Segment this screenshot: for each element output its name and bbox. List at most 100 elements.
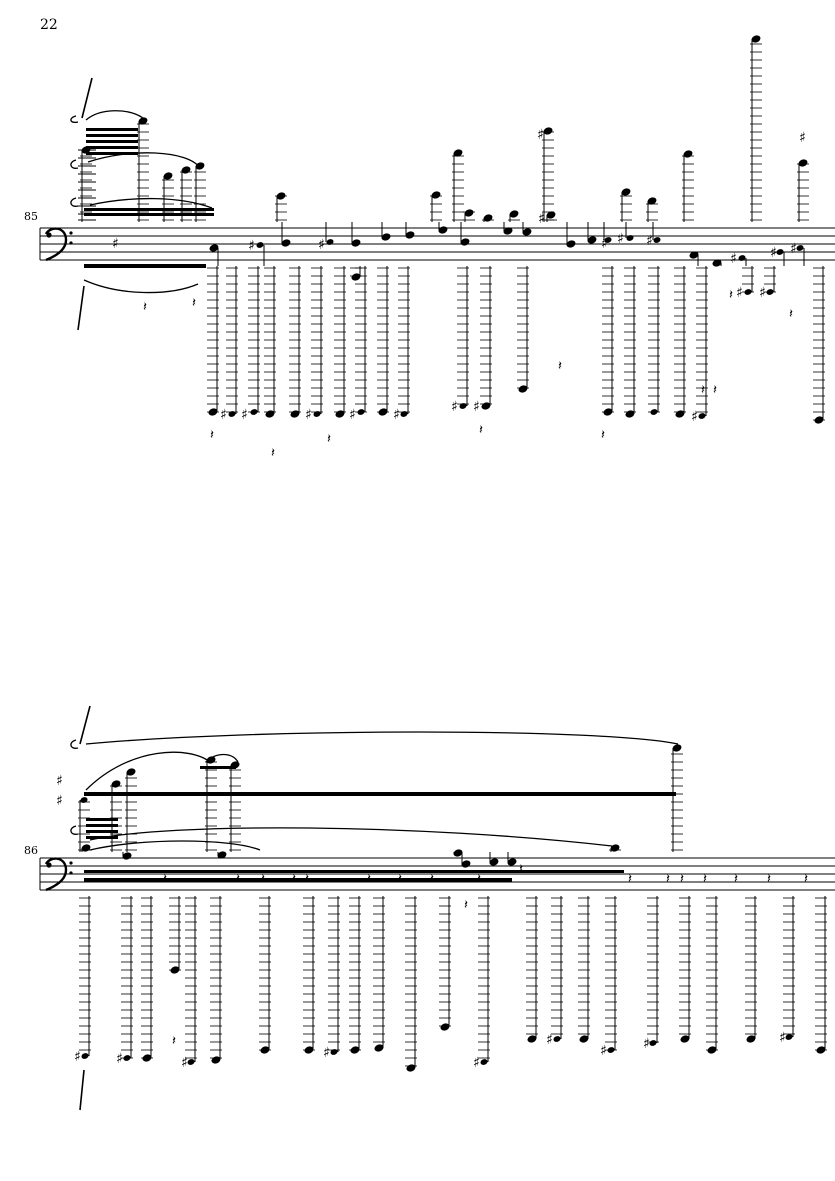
sharp-icon: ♯ xyxy=(220,407,227,423)
note-head xyxy=(122,852,132,860)
rest-icon: 𝄽 xyxy=(477,872,481,887)
note-head xyxy=(405,231,415,239)
sharp-icon: ♯ xyxy=(600,1043,607,1059)
rest-icon: 𝄽 xyxy=(479,423,483,438)
note-head xyxy=(553,1036,561,1042)
note-head xyxy=(195,162,205,170)
note-head xyxy=(744,289,752,295)
note-head xyxy=(123,1055,131,1061)
sharp-icon: ♯ xyxy=(538,211,545,227)
note-head xyxy=(481,402,491,410)
sharp-icon: ♯ xyxy=(56,793,63,809)
note-head xyxy=(81,1053,89,1059)
bass-clef-icon xyxy=(44,227,73,262)
note-head xyxy=(672,744,682,752)
beams xyxy=(84,766,676,882)
rest-icon: 𝄽 xyxy=(172,1034,176,1049)
rest-icon: 𝄽 xyxy=(430,872,434,887)
note-head xyxy=(453,849,463,857)
note-head xyxy=(208,408,218,416)
note-head xyxy=(712,259,722,267)
note-head xyxy=(351,273,361,281)
note-head xyxy=(276,192,286,200)
sharp-icon: ♯ xyxy=(112,236,119,252)
note-head xyxy=(181,166,191,174)
rest-icon: 𝄽 xyxy=(305,872,309,887)
note-heads xyxy=(80,744,826,1072)
rest-icon: 𝄽 xyxy=(729,288,733,303)
note-head xyxy=(211,1056,221,1064)
sharp-icon: ♯ xyxy=(790,241,797,257)
note-head xyxy=(378,408,388,416)
note-head xyxy=(459,403,467,409)
sharp-icon: ♯ xyxy=(451,399,458,415)
note-head xyxy=(431,191,441,199)
note-head xyxy=(518,385,528,393)
sharp-icon: ♯ xyxy=(537,127,544,143)
slurs xyxy=(70,731,679,851)
note-head xyxy=(81,844,91,852)
note-head xyxy=(138,117,148,125)
note-head xyxy=(217,851,227,859)
accidentals: ♯♯♯♯♯♯♯♯♯♯♯♯♯♯♯♯♯♯♯♯♯♯ xyxy=(112,127,806,425)
note-head xyxy=(381,233,391,241)
rest-icon: 𝄽 xyxy=(271,446,275,461)
sharp-icon: ♯ xyxy=(248,238,255,254)
rest-icon: 𝄽 xyxy=(236,872,240,887)
rest-icon: 𝄽 xyxy=(464,898,468,913)
rest-icon: 𝄽 xyxy=(163,872,167,887)
system: ♯♯♯♯♯♯♯♯♯♯♯♯♯♯♯♯♯♯♯♯♯♯ 𝄽𝄽𝄽𝄽𝄽𝄽𝄽𝄽𝄽𝄽𝄽𝄽 xyxy=(39,35,835,461)
note-head xyxy=(707,1046,717,1054)
note-head xyxy=(610,844,620,852)
note-head xyxy=(776,249,784,255)
note-head xyxy=(480,1059,488,1065)
sharp-icon: ♯ xyxy=(799,130,806,146)
note-head xyxy=(81,146,91,154)
beams xyxy=(84,128,214,268)
system: ♯♯♯♯♯♯♯♯♯♯♯ 𝄽𝄽𝄽𝄽𝄽𝄽𝄽𝄽𝄽𝄽𝄽𝄽𝄽𝄽𝄽𝄽𝄽𝄽𝄽 xyxy=(39,705,835,1111)
sharp-icon: ♯ xyxy=(74,1049,81,1065)
stems xyxy=(80,39,825,421)
note-head xyxy=(625,410,635,418)
bass-clef-icon xyxy=(44,857,73,892)
staff xyxy=(39,227,835,261)
sharp-icon: ♯ xyxy=(473,1055,480,1071)
rest-icon: 𝄽 xyxy=(558,359,562,374)
note-head xyxy=(357,409,365,415)
staff xyxy=(39,857,835,891)
rest-icon: 𝄽 xyxy=(327,432,331,447)
stems xyxy=(78,748,827,1068)
rest-icon: 𝄽 xyxy=(210,428,214,443)
note-head xyxy=(326,239,334,245)
note-head xyxy=(464,209,474,217)
note-head xyxy=(187,1059,195,1065)
note-head xyxy=(489,858,499,866)
note-head xyxy=(626,235,634,241)
rest-icon: 𝄽 xyxy=(519,862,523,877)
note-head xyxy=(649,1040,657,1046)
rest-icon: 𝄽 xyxy=(680,872,684,887)
note-head xyxy=(265,410,275,418)
note-head xyxy=(566,240,576,248)
note-head xyxy=(738,255,746,261)
rest-icon: 𝄽 xyxy=(261,872,265,887)
rest-icon: 𝄽 xyxy=(601,428,605,443)
rest-icon: 𝄽 xyxy=(628,872,632,887)
note-head xyxy=(746,1035,756,1043)
sharp-icon: ♯ xyxy=(181,1055,188,1071)
rests: 𝄽𝄽𝄽𝄽𝄽𝄽𝄽𝄽𝄽𝄽𝄽𝄽 xyxy=(143,288,793,461)
note-head xyxy=(250,409,258,415)
sharp-icon: ♯ xyxy=(691,409,698,425)
note-head xyxy=(680,1035,690,1043)
sharp-icon: ♯ xyxy=(601,236,608,252)
rest-icon: 𝄽 xyxy=(143,300,147,315)
grace-strokes xyxy=(79,705,91,1111)
note-head xyxy=(351,239,361,247)
rest-icon: 𝄽 xyxy=(713,383,717,398)
note-head xyxy=(206,756,216,764)
rest-icon: 𝄽 xyxy=(767,872,771,887)
note-head xyxy=(230,761,240,769)
sharp-icon: ♯ xyxy=(617,231,624,247)
note-head xyxy=(814,416,824,424)
